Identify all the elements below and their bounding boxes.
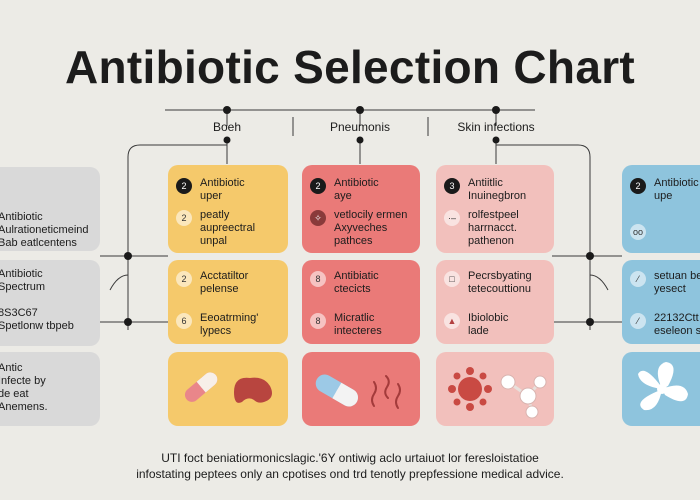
right-row-3: ⁄ setuan be yesect — [630, 270, 700, 296]
col1-card-2: 2 Acctatiltor pelense 6 Eeoatrming' lypecs — [168, 260, 288, 344]
number-badge: 2 — [310, 178, 326, 194]
capsule-icon — [184, 372, 218, 402]
right-card-2: ⁄ setuan be yesect ⁄ 22132Ctt eseleon s — [622, 260, 700, 344]
col3-row-2: ·– rolfestpeel harrnacct. pathenon — [444, 209, 548, 248]
number-badge: 2 — [630, 178, 646, 194]
row-text: Antibiotic uper — [200, 177, 245, 202]
col2-row-4: 8 Micratlic intecteres — [310, 312, 414, 338]
number-badge: oo — [630, 224, 646, 240]
col1-row-2: 2 peatly aupreectral unpal — [176, 209, 282, 248]
number-badge: ⁄ — [630, 271, 646, 287]
right-row-1: 2 Antibiotic upe — [630, 177, 700, 203]
row-text: Micratlic intecteres — [334, 312, 382, 337]
fan-icon — [638, 362, 688, 411]
col3-card-1: 3 Antiitlic Inuinegbron ·– rolfestpeel har… — [436, 165, 554, 253]
col3-card-3 — [436, 352, 554, 426]
number-badge: 2 — [176, 271, 192, 287]
row-text: Eeoatrming' lypecs — [200, 312, 259, 337]
left-card-2-text: Antibiotic Spectrum 8S3C67 Spetlonw tbpe… — [0, 268, 74, 332]
number-badge: ⁄ — [630, 313, 646, 329]
col2-illustration — [315, 374, 401, 409]
row-text: Antiitlic Inuinegbron — [468, 177, 527, 202]
row-text: Antibiotic aye — [334, 177, 379, 202]
number-badge: 6 — [176, 313, 192, 329]
bacteria-icon — [371, 375, 401, 409]
col2-row-2: ✧ vetlocily ermen Axyveches pathces — [310, 209, 414, 248]
molecule-icon — [500, 374, 547, 419]
number-badge: ✧ — [310, 210, 326, 226]
right-card-3 — [622, 352, 700, 426]
row-text: peatly aupreectral unpal — [200, 209, 256, 247]
number-badge: 3 — [444, 178, 460, 194]
disclaimer-footnote: UTI foct beniatiormonicslagic.'6Y ontiwi… — [136, 451, 564, 481]
left-card-2: Antibiotic Spectrum 8S3C67 Spetlonw tbpe… — [0, 260, 100, 346]
row-text: 22132Ctt eseleon s — [654, 312, 700, 337]
col1-row-1: 2 Antibiotic uper — [176, 177, 282, 203]
left-card-1-text: Antibiotic Aulrationeticmeind Bab eatlce… — [0, 211, 89, 249]
number-badge: ▲ — [444, 313, 460, 329]
row-text: Acctatiltor pelense — [200, 270, 249, 295]
row-text: rolfestpeel harrnacct. pathenon — [468, 209, 519, 247]
number-badge: 8 — [310, 271, 326, 287]
row-text: vetlocily ermen Axyveches pathces — [334, 209, 408, 247]
col3-row-1: 3 Antiitlic Inuinegbron — [444, 177, 548, 203]
col3-row-3: □ Pecrsbyating tetecouttionu — [444, 270, 548, 296]
col1-row-3: 2 Acctatiltor pelense — [176, 270, 282, 296]
col1-row-4: 6 Eeoatrming' lypecs — [176, 312, 282, 338]
pill-icon — [315, 374, 358, 407]
col1-card-1: 2 Antibiotic uper 2 peatly aupreectral unp… — [168, 165, 288, 253]
chart-title: Antibiotic Selection Chart — [64, 41, 636, 93]
row-text: Pecrsbyating tetecouttionu — [468, 270, 532, 295]
virus-icon — [448, 367, 492, 411]
kidney-icon — [234, 377, 272, 403]
number-badge: 8 — [310, 313, 326, 329]
col2-card-3 — [302, 352, 420, 426]
col1-card-3 — [168, 352, 288, 426]
number-badge: ·– — [444, 210, 460, 226]
left-card-3: Antic Infecte by de eat Anemens. — [0, 352, 100, 426]
col3-row-4: ▲ Ibiolobic lade — [444, 312, 548, 338]
header-pneumonis: Pneumonis — [329, 120, 391, 134]
header-boeh: Boeh — [212, 120, 242, 134]
col2-card-1: 2 Antibiotic aye ✧ vetlocily ermen Axyvech… — [302, 165, 420, 253]
left-card-3-text: Antic Infecte by de eat Anemens. — [0, 362, 48, 413]
col1-illustration — [184, 372, 272, 403]
number-badge: 2 — [176, 178, 192, 194]
row-text: Antibiatic ctecicts — [334, 270, 379, 295]
col3-card-2: □ Pecrsbyating tetecouttionu ▲ Ibiolobic l… — [436, 260, 554, 344]
row-text: Antibiotic upe — [654, 177, 699, 202]
col2-row-3: 8 Antibiatic ctecicts — [310, 270, 414, 296]
row-text: Ibiolobic lade — [468, 312, 509, 337]
right-card-1: 2 Antibiotic upe oo — [622, 165, 700, 253]
col3-illustration — [448, 367, 547, 419]
header-skin-infections: Skin infections — [457, 120, 535, 134]
number-badge: □ — [444, 271, 460, 287]
col2-row-1: 2 Antibiotic aye — [310, 177, 414, 203]
number-badge: 2 — [176, 210, 192, 226]
left-card-1: Antibiotic Aulrationeticmeind Bab eatlce… — [0, 167, 100, 251]
right-row-2: oo — [630, 223, 700, 240]
right-row-4: ⁄ 22132Ctt eseleon s — [630, 312, 700, 338]
row-text: setuan be yesect — [654, 270, 700, 295]
